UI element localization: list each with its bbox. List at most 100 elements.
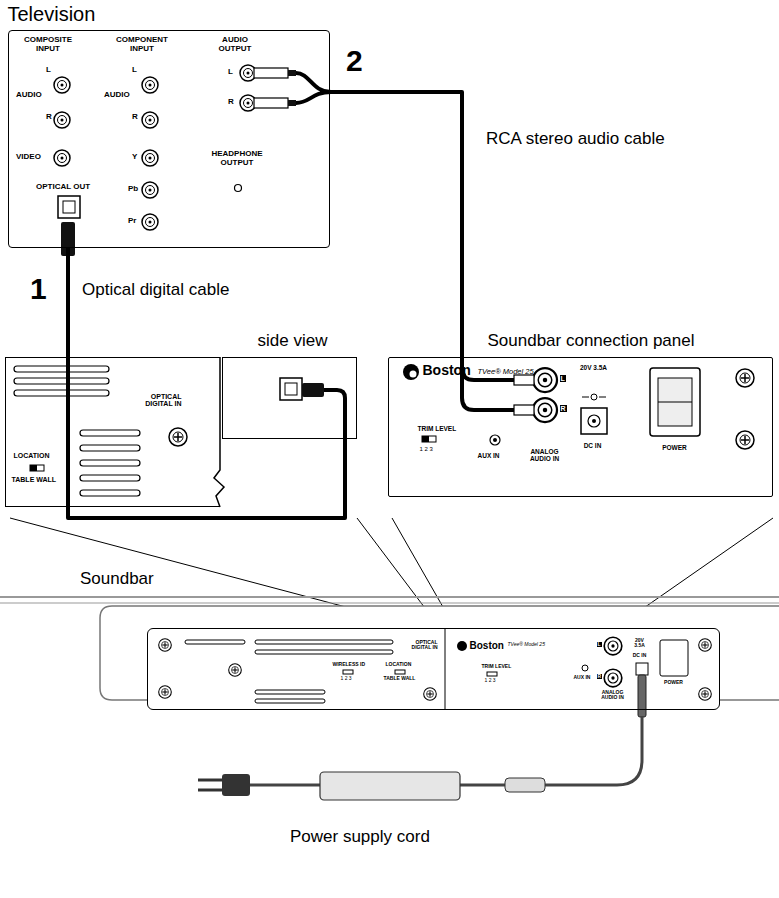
- rear-panel: OPTICAL DIGITAL IN WIRELESS ID 1 2 3 LOCATI…: [147, 628, 720, 710]
- power-cord: [198, 789, 222, 792]
- rear-panel-parts: [159, 686, 172, 699]
- connection-panel-parts: [533, 368, 557, 392]
- zoom-panel: OPTICAL DIGITAL IN LOCATION TABLE WALL: [5, 357, 220, 507]
- rear-panel-parts: [229, 664, 242, 677]
- port-label: HEADPHONE OUTPUT: [204, 150, 270, 168]
- panel-label: TRIM LEVEL: [482, 664, 512, 670]
- cable-plugs: [254, 68, 288, 78]
- power-cord: [222, 774, 250, 796]
- side-view-box: side view: [222, 357, 357, 439]
- port-label: AUDIO: [104, 91, 130, 100]
- tv-jacks: [54, 77, 70, 93]
- panel-label: LOCATION: [386, 662, 412, 668]
- panel-label: DC IN: [630, 653, 650, 659]
- panel-label: TVee® Model 25: [508, 642, 545, 648]
- soundbar-body: [445, 629, 446, 709]
- connection-panel-parts: [736, 369, 754, 387]
- port-label: VIDEO: [16, 153, 41, 162]
- port-label: AUDIO OUTPUT: [208, 36, 262, 54]
- heading: side view: [258, 332, 328, 351]
- rear-panel-parts: [159, 637, 712, 717]
- panel-label: TRIM LEVEL: [418, 425, 457, 432]
- panel-label: 1 2 3: [420, 446, 433, 453]
- side-view-port: [302, 383, 324, 397]
- panel-label: ANALOG AUDIO IN: [598, 690, 628, 701]
- panel-label: 20V 3.5A: [630, 638, 650, 649]
- panel-label: 1 2 3: [341, 676, 352, 682]
- port-label: R: [228, 98, 234, 107]
- panel-label: LOCATION: [14, 452, 50, 460]
- panel-label: OPTICAL DIGITAL IN: [398, 640, 438, 651]
- connection-panel-parts: [588, 415, 600, 427]
- connection-panel-parts: [581, 408, 607, 434]
- connection-panel-parts: [591, 394, 597, 400]
- port-label: R: [46, 113, 52, 122]
- tv-jacks: [54, 150, 70, 166]
- port-label: Y: [132, 153, 137, 162]
- soundbar: SoundbarOPTICAL DIGITAL INWIRELESS ID1 2…: [100, 605, 779, 705]
- rear-panel-parts: [699, 688, 712, 701]
- cable-plugs: [254, 98, 288, 108]
- tv-panel: Television: [8, 30, 330, 248]
- panel-vents: [80, 445, 140, 451]
- tv-jacks: [142, 150, 158, 166]
- connection-panel-parts: [582, 397, 589, 398]
- rear-panel-parts: [185, 640, 497, 703]
- panel-label: OPTICAL DIGITAL IN: [132, 393, 182, 408]
- connection-panel-parts: [658, 402, 692, 403]
- soundbar-body: [0, 596, 779, 598]
- tv-jacks: [63, 201, 75, 213]
- connection-panel-parts: [514, 405, 534, 415]
- panel-label: POWER: [660, 680, 688, 686]
- panel-label: TABLE WALL: [12, 476, 57, 484]
- power-cord: [198, 716, 642, 800]
- cable: [330, 92, 462, 357]
- panel-label: L: [597, 642, 602, 648]
- cable-plugs: [288, 70, 296, 76]
- power-cord: [320, 772, 460, 800]
- panel-label: R: [560, 405, 567, 413]
- port-label: COMPOSITE INPUT: [20, 36, 76, 54]
- panel-label: R: [597, 674, 603, 680]
- connection-panel-parts: [736, 431, 754, 449]
- panel-vents: [14, 378, 109, 384]
- connection-panel-parts: [403, 356, 754, 449]
- tv-jacks: [58, 196, 80, 218]
- panel-vents: [14, 366, 109, 372]
- rear-panel-parts: [699, 639, 712, 652]
- panel-vents: [80, 430, 140, 436]
- tv-jacks: [235, 185, 242, 192]
- rear-panel-parts: [487, 672, 497, 676]
- tv-jacks: [142, 112, 158, 128]
- rear-panel-parts: [424, 688, 437, 701]
- panel-vents: [80, 460, 140, 466]
- panel-parts: [30, 465, 37, 471]
- rear-panel-parts: [638, 675, 646, 717]
- port-label: L: [46, 66, 51, 75]
- connection-panel-parts: [490, 435, 500, 445]
- rear-panel-parts: [185, 640, 245, 644]
- heading: Soundbar: [80, 570, 154, 589]
- part-label: Power supply cord: [290, 828, 430, 847]
- rear-panel-parts: [582, 665, 588, 671]
- panel-label: L: [560, 375, 566, 383]
- port-label: L: [228, 68, 233, 77]
- panel-vents: [14, 390, 109, 396]
- panel-label: Boston: [423, 363, 471, 378]
- rear-panel-parts: [395, 670, 405, 674]
- side-view-port: [280, 378, 345, 440]
- tv-jacks: [54, 65, 256, 230]
- tv-jacks: [142, 214, 158, 230]
- port-label: L: [132, 66, 137, 75]
- power-cord: [198, 779, 222, 782]
- panel-label: WIRELESS ID: [333, 662, 366, 668]
- rear-panel-parts: [604, 669, 622, 687]
- connection-panel-parts: [422, 436, 436, 442]
- port-label: Pb: [128, 185, 138, 194]
- rear-panel-parts: [660, 640, 688, 676]
- connection-panel-parts: [658, 378, 692, 426]
- soundbar-body: [147, 628, 720, 710]
- callout-number: 1: [30, 272, 47, 305]
- connection-panel-parts: [592, 419, 596, 423]
- rear-panel-parts: [255, 640, 393, 644]
